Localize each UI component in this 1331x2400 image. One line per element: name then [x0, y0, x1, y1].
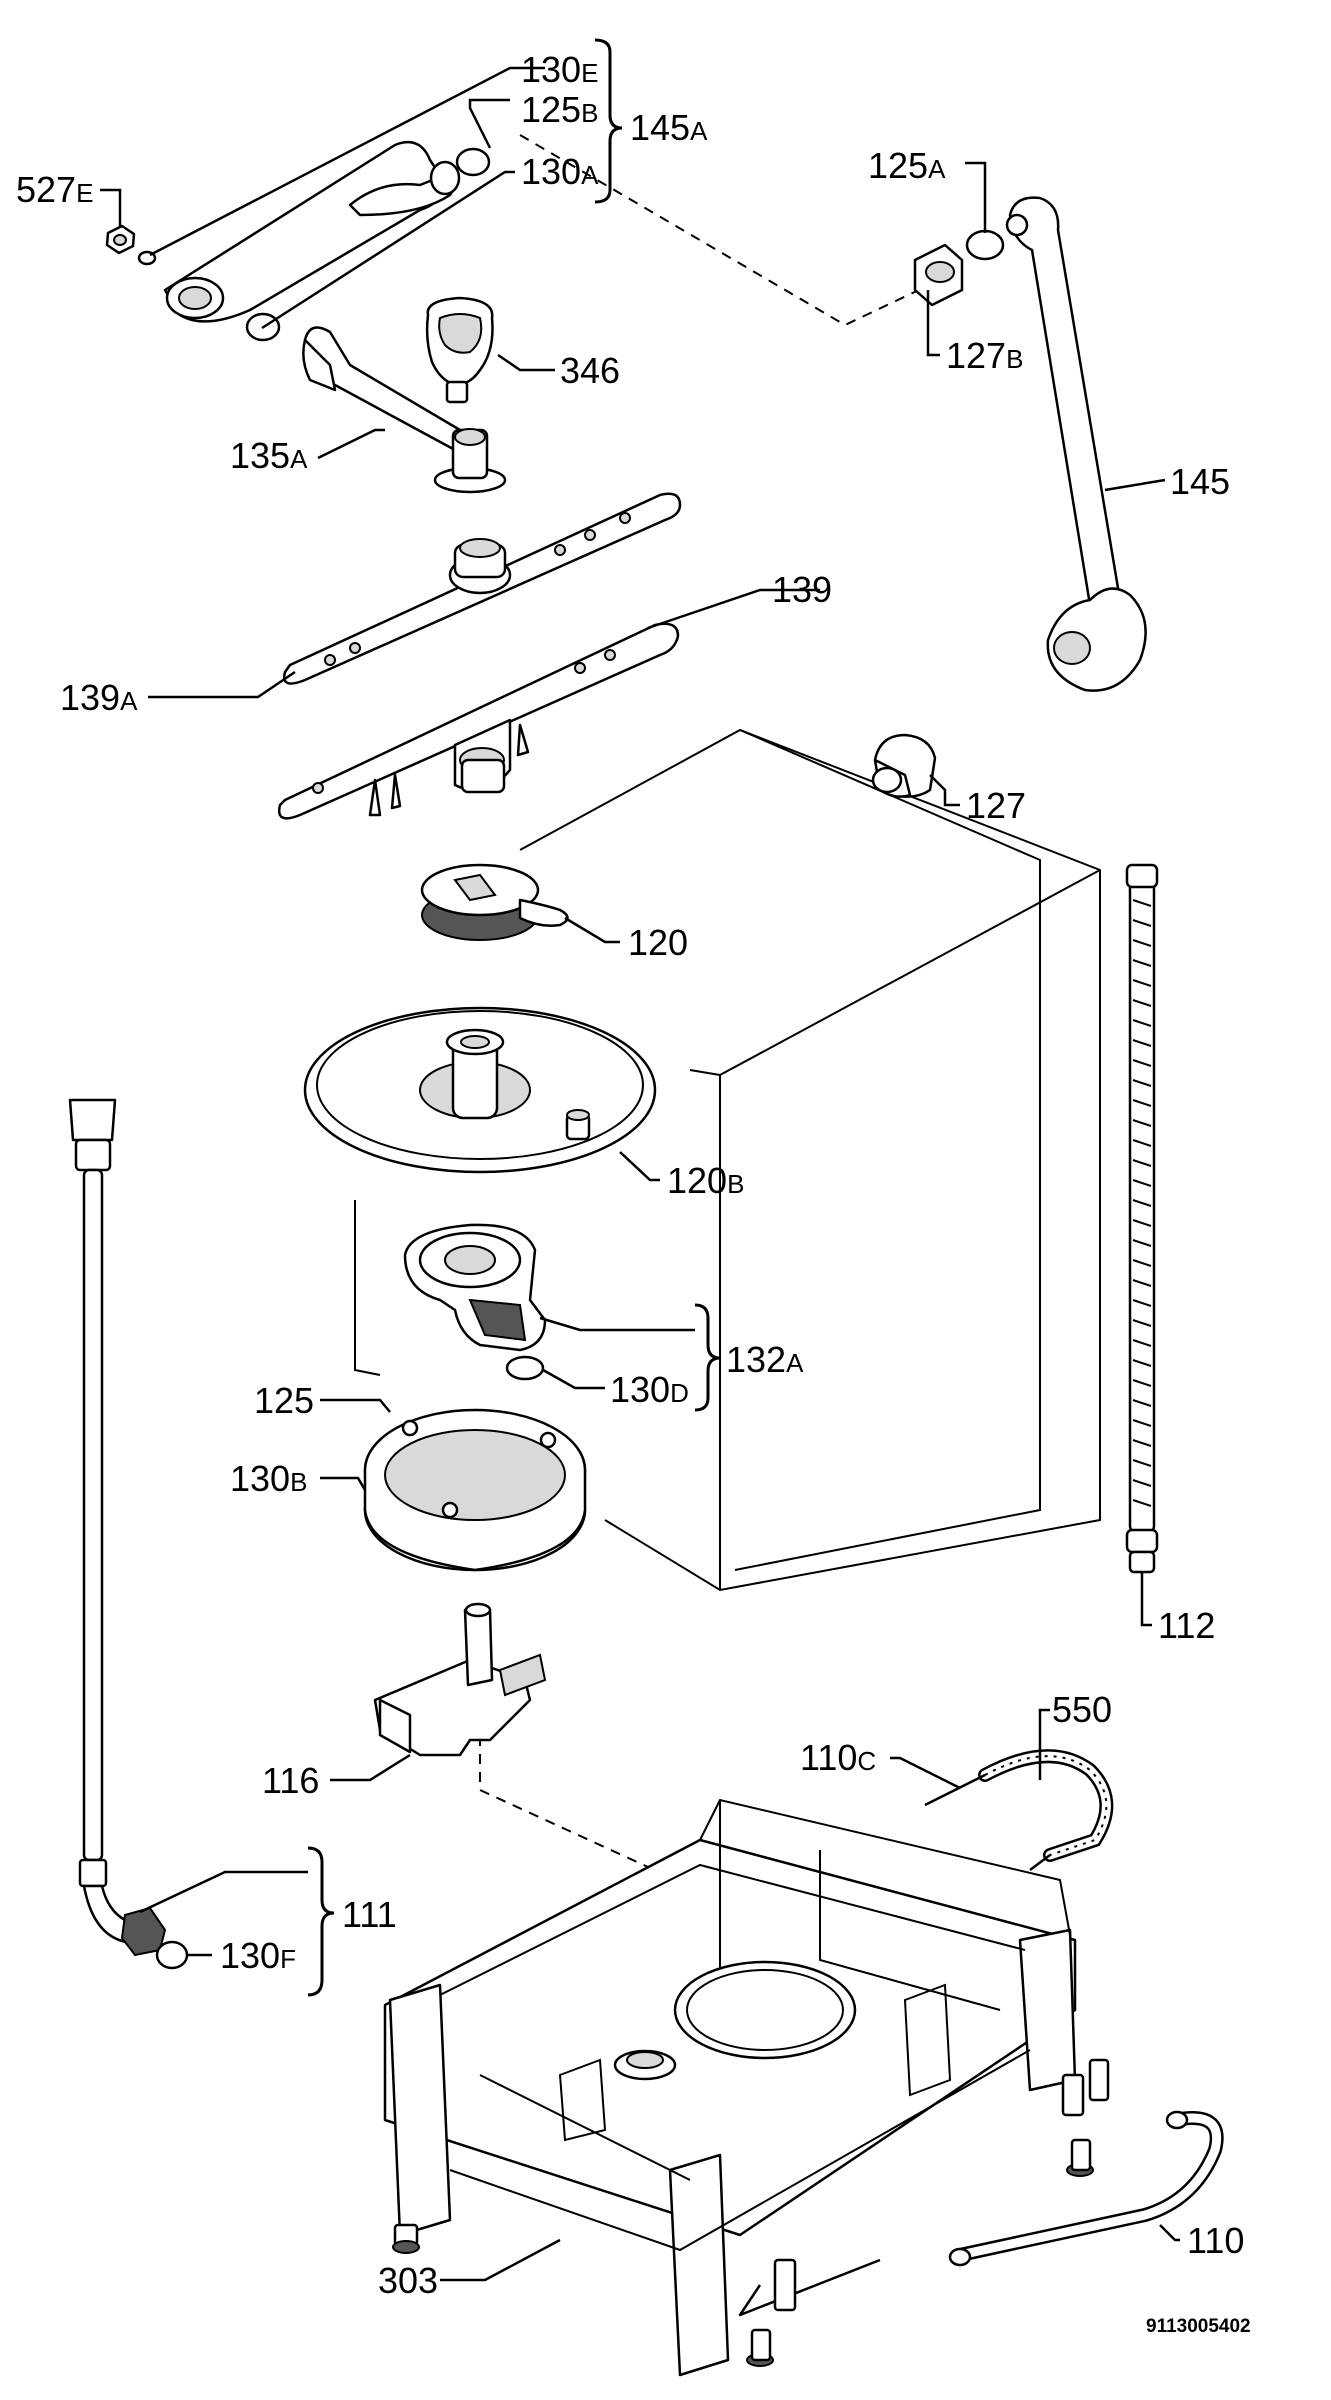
label-145: 145 — [1170, 461, 1230, 502]
label-120: 120 — [628, 922, 688, 963]
assembly-line-upper — [519, 134, 941, 327]
label-120b: 120B — [667, 1160, 744, 1201]
sump-ring-125 — [363, 1408, 587, 1572]
o-ring-125a — [965, 229, 1005, 261]
hose-550 — [924, 1749, 1114, 1871]
label-135a: 135A — [230, 435, 308, 476]
o-ring-125b — [455, 147, 491, 177]
nut-527e — [105, 224, 136, 255]
label-116: 116 — [262, 1760, 319, 1801]
document-number: 9113005402 — [1146, 2316, 1251, 2337]
seal-125a-inner — [1005, 213, 1029, 237]
label-139: 139 — [772, 569, 832, 610]
label-550: 550 — [1052, 1689, 1112, 1730]
o-ring-130d — [505, 1355, 545, 1381]
label-346: 346 — [560, 350, 620, 391]
base-frame-303 — [383, 1798, 1110, 2377]
filter-plate-120b — [303, 1006, 657, 1174]
label-303: 303 — [378, 2260, 438, 2301]
upper-spray-arm — [163, 140, 461, 323]
washer-130f — [155, 1940, 189, 1970]
label-110: 110 — [1187, 2220, 1244, 2261]
label-130d: 130D — [610, 1369, 689, 1410]
spray-arm-139 — [277, 622, 680, 820]
label-139a: 139A — [60, 677, 138, 718]
connector-127b — [913, 243, 964, 307]
valve-116 — [373, 1602, 547, 1757]
brace-132a — [694, 1303, 721, 1412]
leader-lines — [100, 66, 1180, 2282]
drain-hose-110 — [948, 2110, 1224, 2267]
label-132a: 132A — [726, 1339, 804, 1380]
label-127: 127 — [966, 785, 1026, 826]
sump-housing-132a — [403, 1223, 547, 1352]
feed-pipe-145 — [1008, 196, 1147, 692]
label-125a: 125A — [868, 145, 946, 186]
label-110c: 110C — [800, 1737, 876, 1778]
label-127b: 127B — [946, 335, 1023, 376]
spray-arm-139a — [282, 492, 682, 685]
flex-hose-112 — [1125, 863, 1159, 1574]
connector-127 — [871, 733, 937, 798]
spray-head-346 — [425, 296, 494, 404]
label-111: 111 — [342, 1894, 397, 1935]
label-130a: 130A — [521, 151, 599, 192]
label-125: 125 — [254, 1380, 314, 1421]
label-130f: 130F — [220, 1935, 296, 1976]
inlet-hose-111 — [68, 1098, 167, 1957]
brace-111 — [307, 1846, 335, 1997]
label-112: 112 — [1158, 1605, 1215, 1646]
label-130b: 130B — [230, 1458, 307, 1499]
label-130e: 130E — [521, 49, 598, 90]
label-145a: 145A — [630, 107, 708, 148]
brace-145a — [594, 38, 623, 204]
dial-120 — [420, 863, 569, 941]
spray-arm-pipe-135a — [302, 326, 507, 494]
label-125b: 125B — [521, 89, 598, 130]
label-527e: 527E — [16, 169, 93, 210]
